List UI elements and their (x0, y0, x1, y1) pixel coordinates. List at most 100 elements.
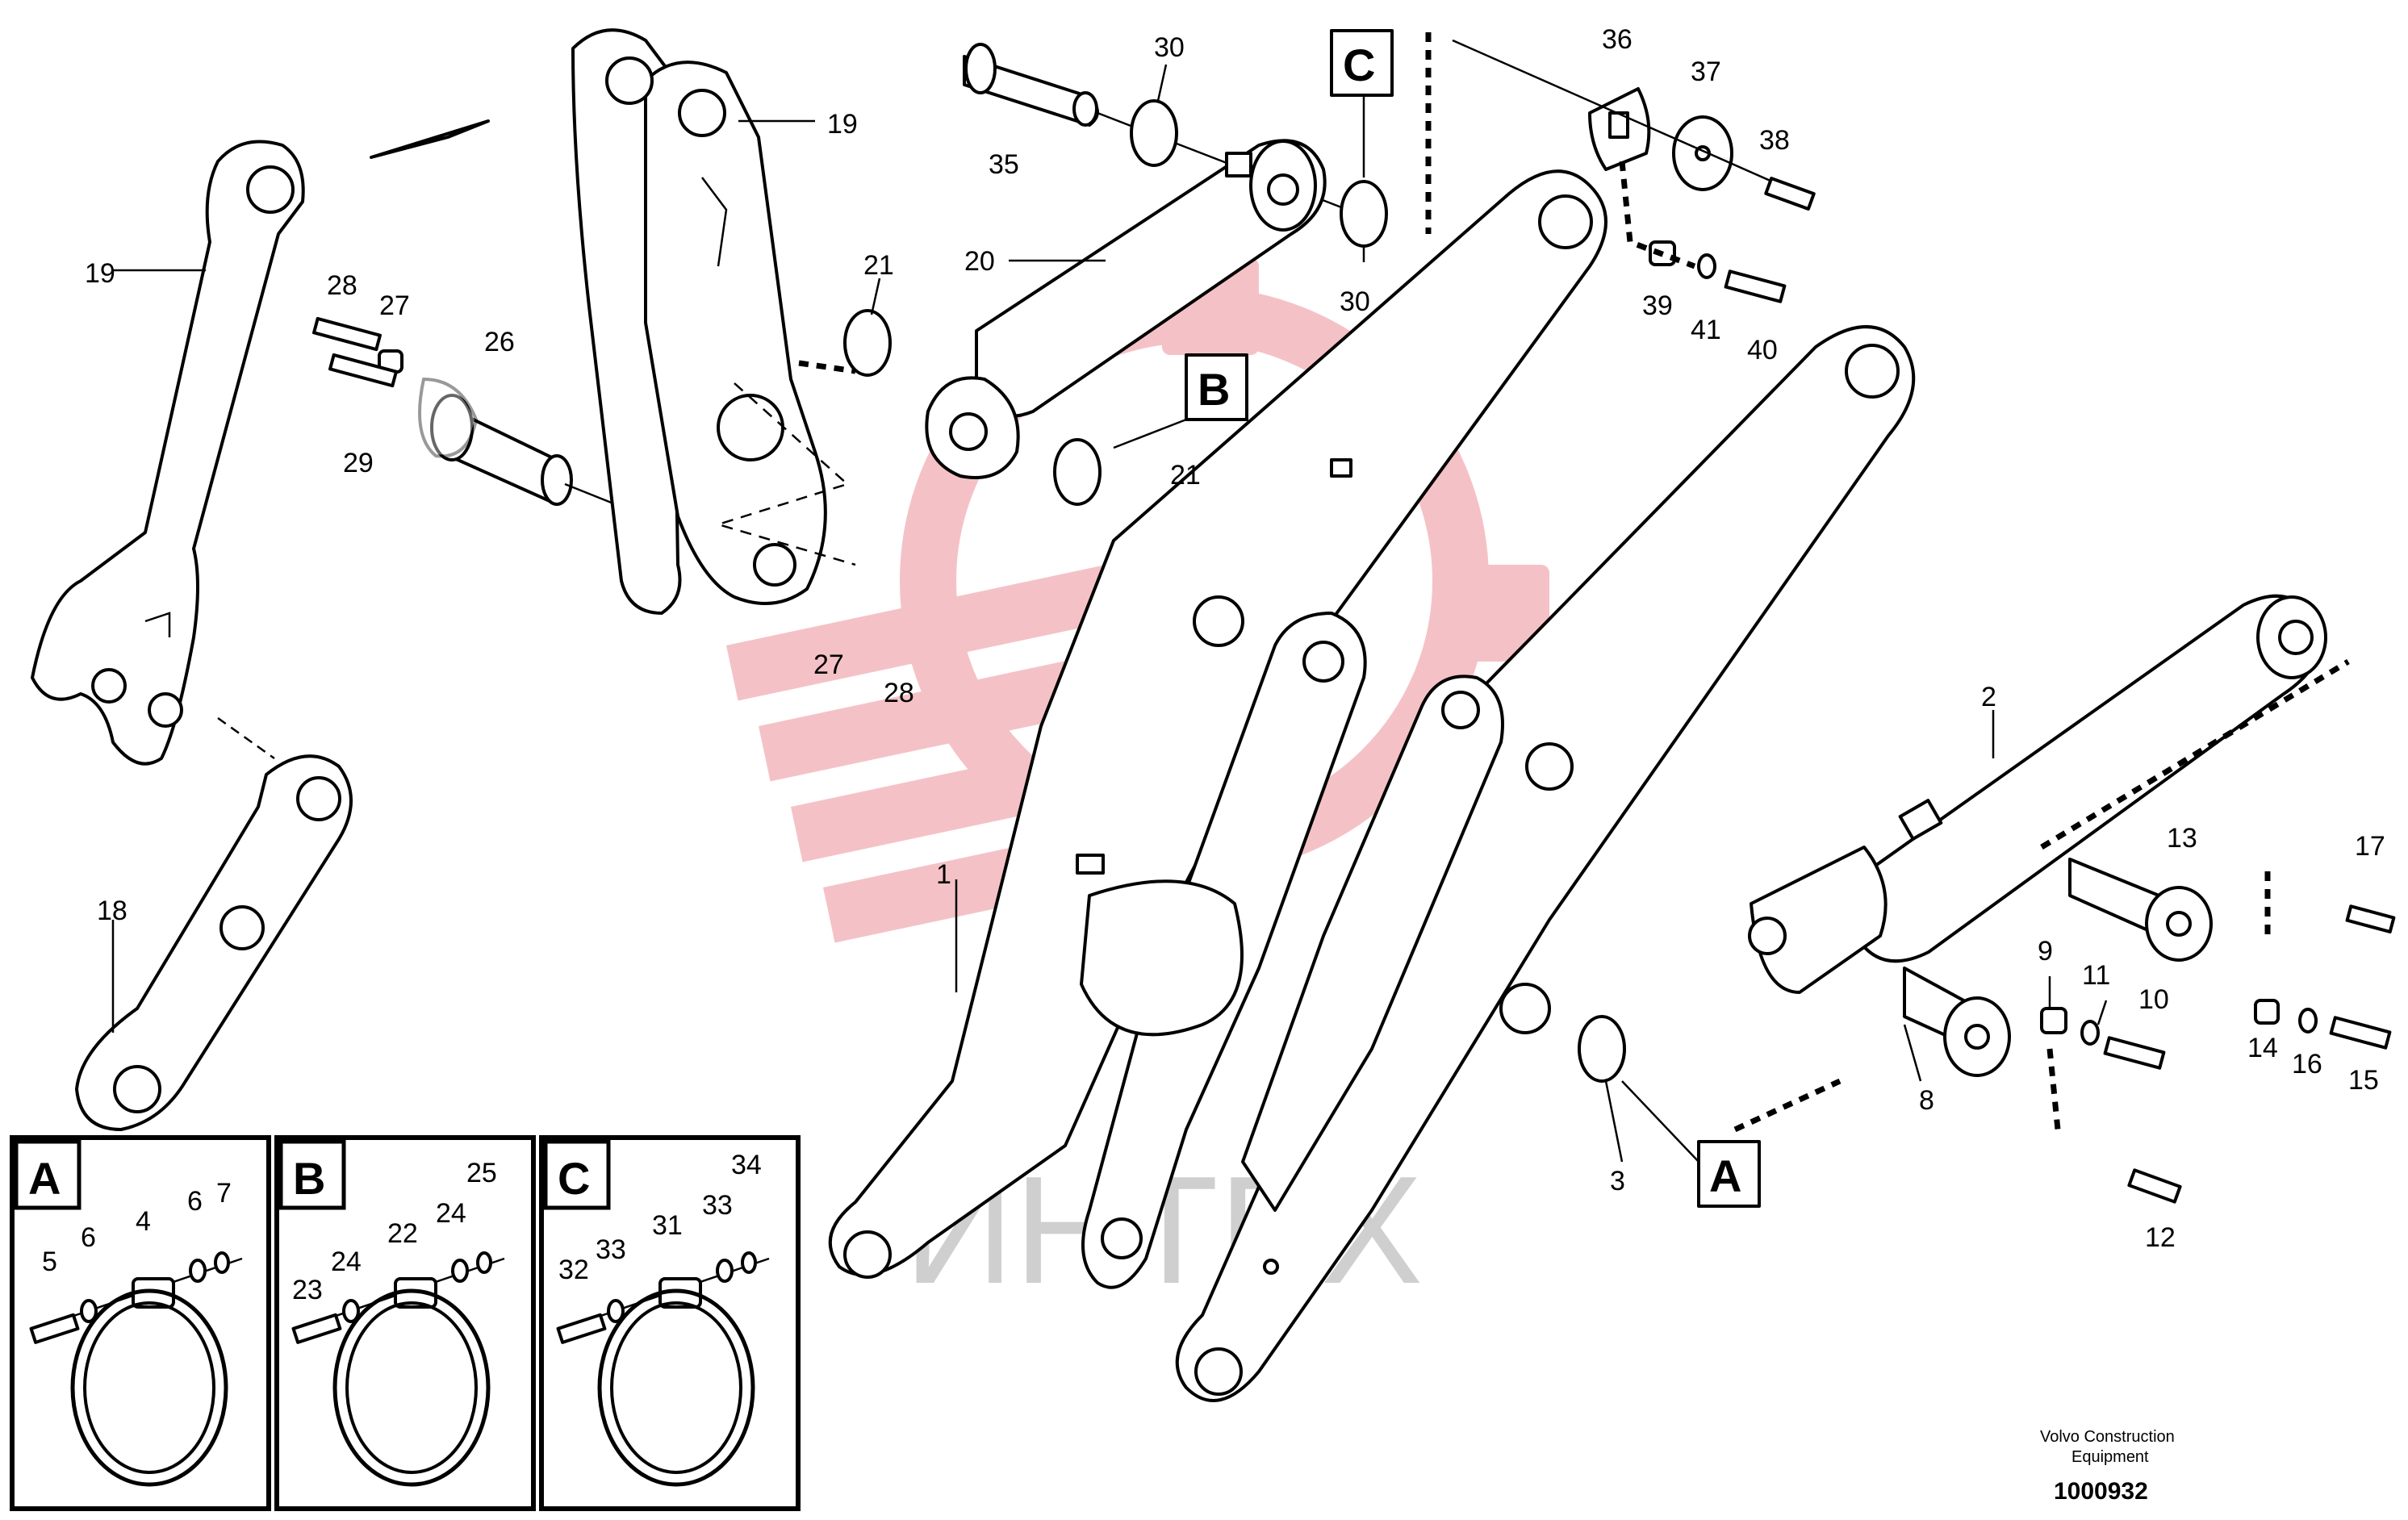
svg-text:B: B (1198, 364, 1230, 415)
svg-text:33: 33 (596, 1234, 626, 1265)
link-rod-19 (31, 140, 305, 766)
svg-text:10: 10 (2138, 984, 2169, 1015)
o-ring-30-lower (1340, 180, 1388, 248)
svg-text:17: 17 (2355, 831, 2385, 862)
svg-text:21: 21 (1170, 460, 1201, 491)
section-tag-a: A (1621, 1080, 1761, 1208)
svg-text:C: C (1343, 40, 1375, 90)
bolt-38 (1764, 177, 1816, 211)
svg-text:30: 30 (1154, 32, 1185, 63)
section-tag-c: C (1330, 29, 1394, 177)
svg-text:35: 35 (989, 149, 1019, 180)
svg-text:7: 7 (216, 1178, 232, 1209)
manufacturer-line-2: Equipment (2071, 1448, 2149, 1466)
svg-text:14: 14 (2247, 1033, 2278, 1063)
svg-text:28: 28 (327, 270, 357, 301)
svg-text:27: 27 (379, 290, 410, 321)
svg-text:8: 8 (1919, 1085, 1934, 1116)
pin-8 (1903, 967, 2011, 1077)
svg-text:16: 16 (2292, 1049, 2322, 1079)
svg-text:3: 3 (1610, 1166, 1625, 1196)
svg-text:C: C (558, 1153, 590, 1204)
cylinder-20 (925, 139, 1327, 479)
svg-text:A: A (28, 1153, 61, 1204)
svg-text:30: 30 (1340, 286, 1370, 317)
svg-text:9: 9 (2038, 936, 2053, 967)
svg-text:39: 39 (1642, 290, 1673, 321)
cylinder-2 (1748, 594, 2327, 994)
pin-13 (2068, 858, 2213, 962)
svg-text:18: 18 (97, 896, 128, 926)
o-ring-21-upper (843, 309, 892, 377)
svg-text:33: 33 (702, 1190, 733, 1221)
svg-text:20: 20 (964, 246, 995, 277)
svg-text:25: 25 (466, 1158, 497, 1188)
washer-16 (2298, 1008, 2318, 1034)
svg-text:5: 5 (42, 1246, 57, 1277)
bolt-28-upper (312, 316, 403, 374)
link-18 (75, 754, 353, 1131)
detail-panel-a: A 5 6 4 6 7 (10, 1135, 271, 1511)
washer-11 (2080, 1020, 2100, 1046)
bolt-29 (328, 353, 398, 388)
svg-text:15: 15 (2348, 1065, 2379, 1096)
o-ring-21-lower (1053, 438, 1102, 506)
svg-text:32: 32 (558, 1255, 589, 1285)
center-link (1080, 612, 1504, 1289)
detail-panel-c: C 32 33 31 33 34 (539, 1135, 801, 1511)
direction-arrow-icon (370, 119, 490, 159)
svg-text:A: A (1709, 1150, 1741, 1201)
svg-text:12: 12 (2145, 1222, 2176, 1253)
lift-arm-1 (828, 169, 1607, 1279)
svg-text:26: 26 (484, 327, 515, 357)
callouts: 1 2 3 8 9 10 11 12 13 14 15 16 17 18 19 … (85, 24, 2385, 1253)
bore-1 (1499, 983, 1551, 1034)
drawing-number: 1000932 (2054, 1478, 2148, 1505)
svg-text:B: B (293, 1153, 325, 1204)
leader-lines (111, 64, 2108, 1163)
svg-text:21: 21 (863, 250, 894, 281)
bolt-40 (1724, 269, 1787, 303)
grease-nipple-17 (2345, 904, 2396, 933)
svg-text:31: 31 (652, 1210, 683, 1241)
o-ring-30-upper (1130, 99, 1178, 167)
svg-text:6: 6 (187, 1186, 203, 1217)
svg-text:24: 24 (436, 1198, 466, 1229)
svg-text:13: 13 (2167, 823, 2197, 854)
bolt-10 (2103, 1036, 2166, 1070)
grease-nipple-12 (2127, 1168, 2182, 1204)
svg-text:36: 36 (1602, 24, 1633, 55)
svg-text:19: 19 (85, 258, 115, 289)
svg-text:41: 41 (1691, 315, 1721, 345)
svg-text:24: 24 (331, 1246, 362, 1277)
bushing-9 (2040, 1007, 2067, 1034)
svg-text:37: 37 (1691, 56, 1721, 87)
bolt-15 (2329, 1016, 2392, 1050)
svg-text:2: 2 (1981, 682, 1996, 712)
bushing-14 (2254, 999, 2280, 1025)
svg-text:28: 28 (884, 678, 914, 708)
section-tag-b: B (1113, 353, 1248, 449)
o-ring-3 (1578, 1015, 1626, 1083)
svg-text:27: 27 (813, 649, 844, 680)
svg-text:19: 19 (827, 109, 858, 140)
pin-26 (418, 378, 573, 506)
svg-text:22: 22 (387, 1218, 418, 1249)
svg-text:34: 34 (731, 1150, 762, 1180)
svg-text:1: 1 (936, 859, 951, 890)
svg-text:23: 23 (292, 1275, 323, 1305)
washer-41 (1697, 253, 1716, 279)
svg-text:29: 29 (343, 448, 374, 478)
svg-text:6: 6 (81, 1222, 96, 1253)
lift-arm-2 (1175, 325, 1916, 1402)
svg-text:11: 11 (2082, 960, 2110, 991)
lock-plate-36 (1588, 87, 1651, 171)
svg-text:40: 40 (1747, 335, 1778, 365)
manufacturer-line-1: Volvo Construction (2040, 1428, 2175, 1446)
detail-panel-b: B 23 24 22 24 25 (274, 1135, 536, 1511)
pin-35 (963, 43, 1099, 127)
svg-text:4: 4 (136, 1206, 151, 1237)
svg-text:38: 38 (1759, 125, 1790, 156)
bracket-19 (571, 28, 827, 615)
